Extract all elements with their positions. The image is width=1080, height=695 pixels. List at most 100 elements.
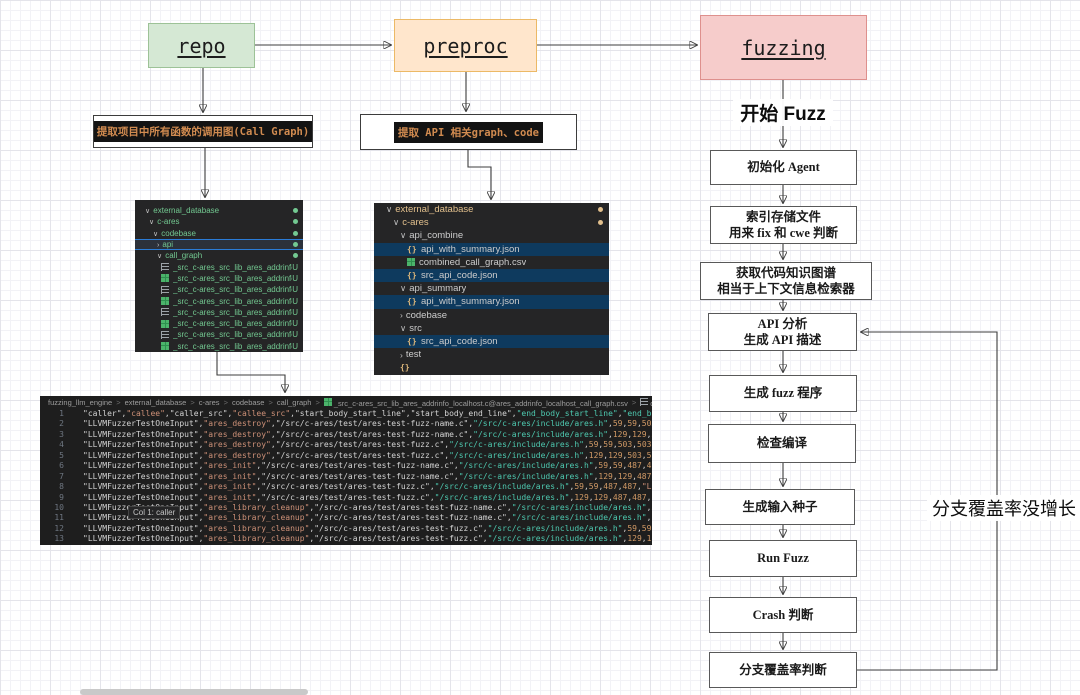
stage-label-repo: repo [177,33,226,58]
tree-row-c-ares[interactable]: ∨c-ares [135,216,303,227]
flow-step-gen-fuzz-program[interactable]: 生成 fuzz 程序 [709,375,857,412]
folder-label: test [405,349,422,361]
doc-icon [640,397,649,406]
chevron-down-icon: ∨ [393,217,400,228]
git-untracked-badge: U [292,262,298,272]
tree-row-api_with_summary.json[interactable]: {}api_with_summary.json [374,242,609,256]
tree-row-src[interactable]: ∨src [374,322,609,335]
csv-icon [323,397,332,406]
task-box-api[interactable]: 提取 API 相关graph、code [360,114,577,150]
tree-row-src_api_code.json[interactable]: {} src_api_code.json [374,334,609,349]
tree-row-_src_c-ares_src_lib_ares_addrinfo_localhost…[interactable]: _src_c-ares_src_lib_ares_addrinfo_localh… [135,273,303,284]
connector-explorer1-csv[interactable] [216,352,285,392]
tree-row-call_graph[interactable]: ∨call_graph [135,250,303,261]
tree-row-_src_c-ares_src_lib_ares_addrinfo_localhost…[interactable]: _src_c-ares_src_lib_ares_addrinfo_localh… [135,329,303,340]
folder-label: codebase [161,228,196,238]
git-modified-dot-icon [293,242,298,248]
breadcrumb-separator: > [116,398,121,407]
tree-row-external_database[interactable]: ∨external_database [135,205,303,216]
breadcrumb-item[interactable]: fuzzing_llm_engine [48,398,112,407]
breadcrumb-item[interactable]: call_graph [277,398,312,407]
stage-box-preproc[interactable]: preproc [394,19,537,72]
chevron-right-icon: › [400,310,403,321]
code-line[interactable]: 12"LLVMFuzzerTestOneInput","ares_library… [40,524,652,534]
tree-row-_src_c-ares_src_lib_ares_addrinfo_localhost…[interactable]: _src_c-ares_src_lib_ares_addrinfo_localh… [135,341,303,352]
json-file-icon: {} [407,336,417,346]
chevron-down-icon: ∨ [400,283,407,294]
breadcrumb-separator: > [631,398,637,407]
line-number: 3 [59,429,64,439]
breadcrumb-item[interactable]: external_database [125,398,187,407]
breadcrumb-item[interactable]: _src_c-ares_src_lib_ares_addrinfo_localh… [323,397,628,408]
code-area: 1"caller","callee","caller_src","callee_… [40,409,652,545]
tree-row-_src_c-ares_src_lib_ares_addrinfo_localhost…[interactable]: _src_c-ares_src_lib_ares_addrinfo_localh… [135,318,303,329]
folder-label: api [162,240,174,250]
tree-row-_src_c-ares_src_lib_ares_addrinfo_localhost…[interactable]: _src_c-ares_src_lib_ares_addrinfo_localh… [135,295,303,306]
tree-row-api_summary[interactable]: ∨api_summary [374,282,609,295]
chevron-down-icon: ∨ [386,204,393,215]
breadcrumb-item[interactable]: codebase [232,398,265,407]
flow-step-index-files[interactable]: 索引存储文件 用来 fix 和 cwe 判断 [710,206,857,244]
tree-row-codebase[interactable]: ›codebase [374,309,609,322]
git-modified-dot-icon [293,208,298,214]
horizontal-scrollbar-thumb[interactable] [80,689,308,695]
folder-label: c-ares [157,217,180,227]
code-text: "LLVMFuzzerTestOneInput","ares_library_c… [83,523,652,533]
tree-row-_src_c-ares_src_lib_ares_addrinfo_localhost…[interactable]: _src_c-ares_src_lib_ares_addrinfo_localh… [135,261,303,272]
tree-row-test[interactable]: ›test [374,348,609,361]
flow-step-crash-check[interactable]: Crash 判断 [709,597,857,633]
tree-row-api_combine[interactable]: ∨api_combine [374,229,609,242]
flow-step-run-fuzz[interactable]: Run Fuzz [709,540,857,577]
breadcrumb-item-label: _src_c-ares_src_lib_ares_addrinfo_localh… [333,398,628,408]
code-line[interactable]: 5"LLVMFuzzerTestOneInput","ares_destroy"… [40,451,652,461]
tree-row-src_api_code.json[interactable]: {}src_api_code.json [374,268,609,283]
code-line[interactable]: 2"LLVMFuzzerTestOneInput","ares_destroy"… [40,419,652,429]
code-line[interactable]: 6"LLVMFuzzerTestOneInput","ares_init","/… [40,461,652,471]
stage-box-fuzzing[interactable]: fuzzing [700,15,867,80]
stage-box-repo[interactable]: repo [148,23,255,68]
code-line[interactable]: 13"LLVMFuzzerTestOneInput","ares_library… [40,534,652,544]
tree-row-_src_c-ares_src_lib_ares_addrinfo_localhost…[interactable]: _src_c-ares_src_lib_ares_addrinfo_localh… [135,284,303,295]
code-line[interactable]: 9"LLVMFuzzerTestOneInput","ares_init","/… [40,493,652,503]
tree-row-c-ares[interactable]: ∨c-ares [374,216,609,229]
csv-editor-panel: fuzzing_llm_engine > external_database > c-a… [40,396,652,545]
code-line[interactable]: 7"LLVMFuzzerTestOneInput","ares_init","/… [40,472,652,482]
chevron-right-icon: › [400,349,403,360]
tree-row-external_database[interactable]: ∨external_database [374,203,609,216]
code-line[interactable]: 8"LLVMFuzzerTestOneInput","ares_init","/… [40,482,652,492]
folder-label: call_graph [165,251,203,261]
edge-label-no-coverage-growth[interactable]: 分支覆盖率没增长 [927,495,1080,521]
task-box-call-graph[interactable]: 提取项目中所有函数的调用图(Call Graph) [93,115,313,148]
flow-step-check-compile[interactable]: 检查编译 [708,424,856,463]
flow-step-coverage-check[interactable]: 分支覆盖率判断 [709,652,857,688]
tree-row-partial[interactable]: {} [374,361,609,374]
breadcrumb-item[interactable]: c-ares [199,398,220,407]
flow-step-api-analysis[interactable]: API 分析 生成 API 描述 [708,313,857,351]
git-modified-dot-icon [293,253,298,259]
git-untracked-badge: U [292,273,298,283]
code-text: "LLVMFuzzerTestOneInput","ares_destroy",… [83,450,652,460]
tree-row-codebase[interactable]: ∨codebase [135,228,303,239]
file-explorer-callgraph: ∨external_database∨c-ares∨codebase›api∨c… [135,200,303,352]
line-number: 1 [59,409,64,418]
flow-step-knowledge-graph[interactable]: 获取代码知识图谱 相当于上下文信息检索器 [700,262,872,300]
file-explorer-preproc: ∨external_database∨c-ares∨api_combine{}a… [374,203,609,375]
file-label: _src_c-ares_src_lib_ares_addrinfo_localh… [173,307,293,317]
flow-step-init-agent[interactable]: 初始化 Agent [710,150,857,185]
tree-row-_src_c-ares_src_lib_ares_addrinfo_localhost…[interactable]: _src_c-ares_src_lib_ares_addrinfo_localh… [135,307,303,318]
code-line[interactable]: 4"LLVMFuzzerTestOneInput","ares_destroy"… [40,440,652,450]
tree-row-api[interactable]: ›api [135,238,303,251]
flow-step-gen-seed[interactable]: 生成输入种子 [705,489,855,525]
code-line[interactable]: 1"caller","callee","caller_src","callee_… [40,409,652,419]
breadcrumb-item[interactable]: data [640,397,652,408]
edge-label-start-fuzz[interactable]: 开始 Fuzz [733,99,833,126]
file-label: src_api_code.json [421,335,498,347]
tree-row-combined_call_graph.csv[interactable]: combined_call_graph.csv [374,256,609,269]
code-text: "LLVMFuzzerTestOneInput","ares_destroy",… [83,429,652,439]
connector-task-explorer2[interactable] [467,150,491,199]
tree-row-api_with_summary.json[interactable]: {}api_with_summary.json [374,295,609,309]
git-untracked-badge: U [292,319,298,329]
code-line[interactable]: 3 "LLVMFuzzerTestOneInput","ares_destroy"… [40,430,652,440]
line-number: 4 [59,440,64,450]
file-label: _src_c-ares_src_lib_ares_addrinfo_localh… [173,341,293,351]
